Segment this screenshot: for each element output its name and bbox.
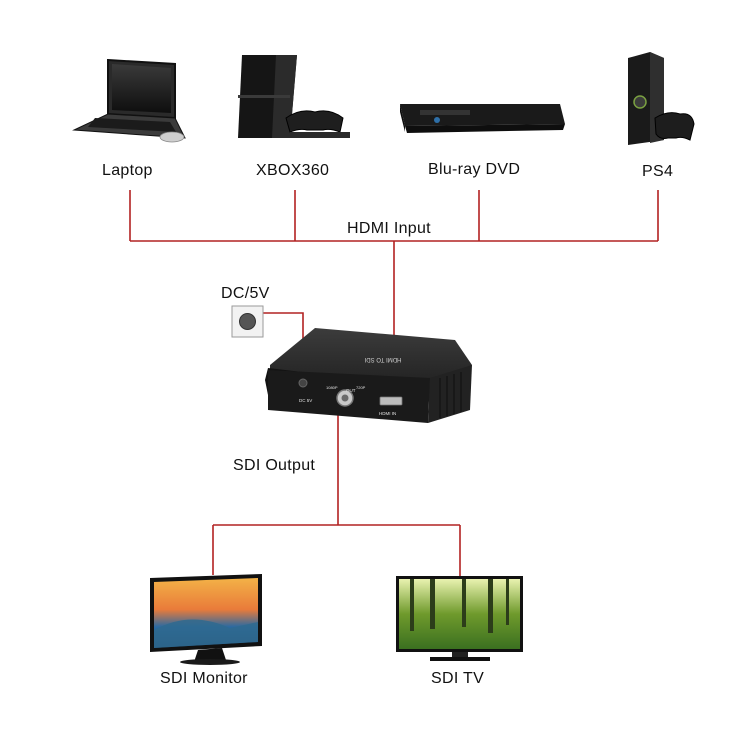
dc-power-jack-icon [231,305,264,338]
xbox-console-icon [238,55,350,138]
ps4-console-icon [628,52,695,145]
bluray-label: Blu-ray DVD [428,161,521,178]
xbox-label: XBOX360 [256,162,330,179]
bluray-player-icon [400,104,565,133]
converter-dc-port-label: DC 5V [299,398,312,403]
connection-lines [129,190,659,578]
converter-top-label: HDMI TO SDI [364,356,401,362]
laptop-label: Laptop [102,162,153,179]
dc-label: DC/5V [221,285,270,302]
ps4-label: PS4 [642,163,674,180]
converter-720p-label: 720P [356,385,366,390]
sdi-monitor-icon [150,574,262,665]
converter-sdi-out-label: OUT [346,388,356,393]
sdi-tv-label: SDI TV [431,670,485,687]
converter-hdmi-in-label: HDMI IN [379,411,396,416]
laptop-icon [72,58,186,143]
sdi-monitor-label: SDI Monitor [160,670,248,687]
sdi-output-label: SDI Output [233,457,316,474]
hdmi-input-label: HDMI Input [344,220,434,238]
converter-1080p-label: 1080P [326,385,338,390]
hdmi-to-sdi-converter: HDMI TO SDI DC 5V OUT HDMI IN 1080P 720P [265,328,472,423]
sdi-tv-icon [396,576,523,661]
